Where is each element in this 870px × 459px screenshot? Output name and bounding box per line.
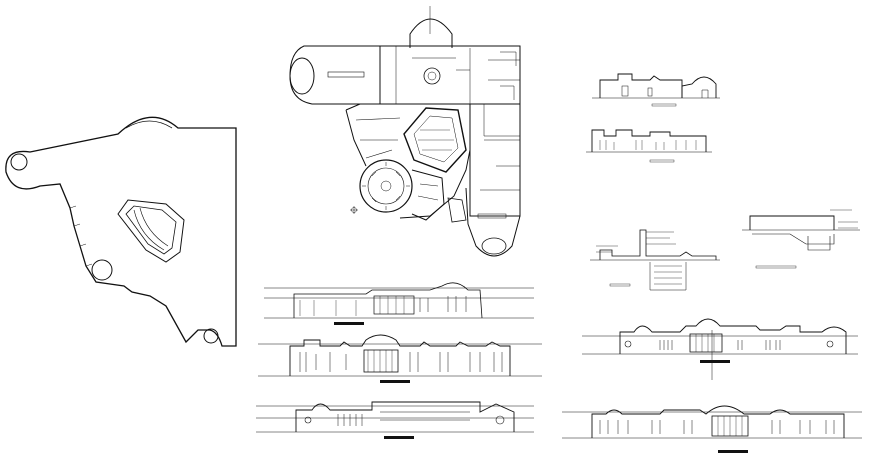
detail-section-2: [742, 209, 860, 269]
elevation-3: [256, 401, 534, 439]
elevation-5: [562, 405, 862, 453]
floor-plan: [289, 6, 521, 257]
elevation-1: [264, 282, 534, 325]
roof-plan: [5, 116, 237, 347]
detail-section-1: [590, 229, 720, 291]
elevation-4: [582, 318, 858, 380]
section-a: [592, 73, 720, 107]
elevation-2: [258, 334, 542, 383]
section-b: [586, 129, 712, 163]
